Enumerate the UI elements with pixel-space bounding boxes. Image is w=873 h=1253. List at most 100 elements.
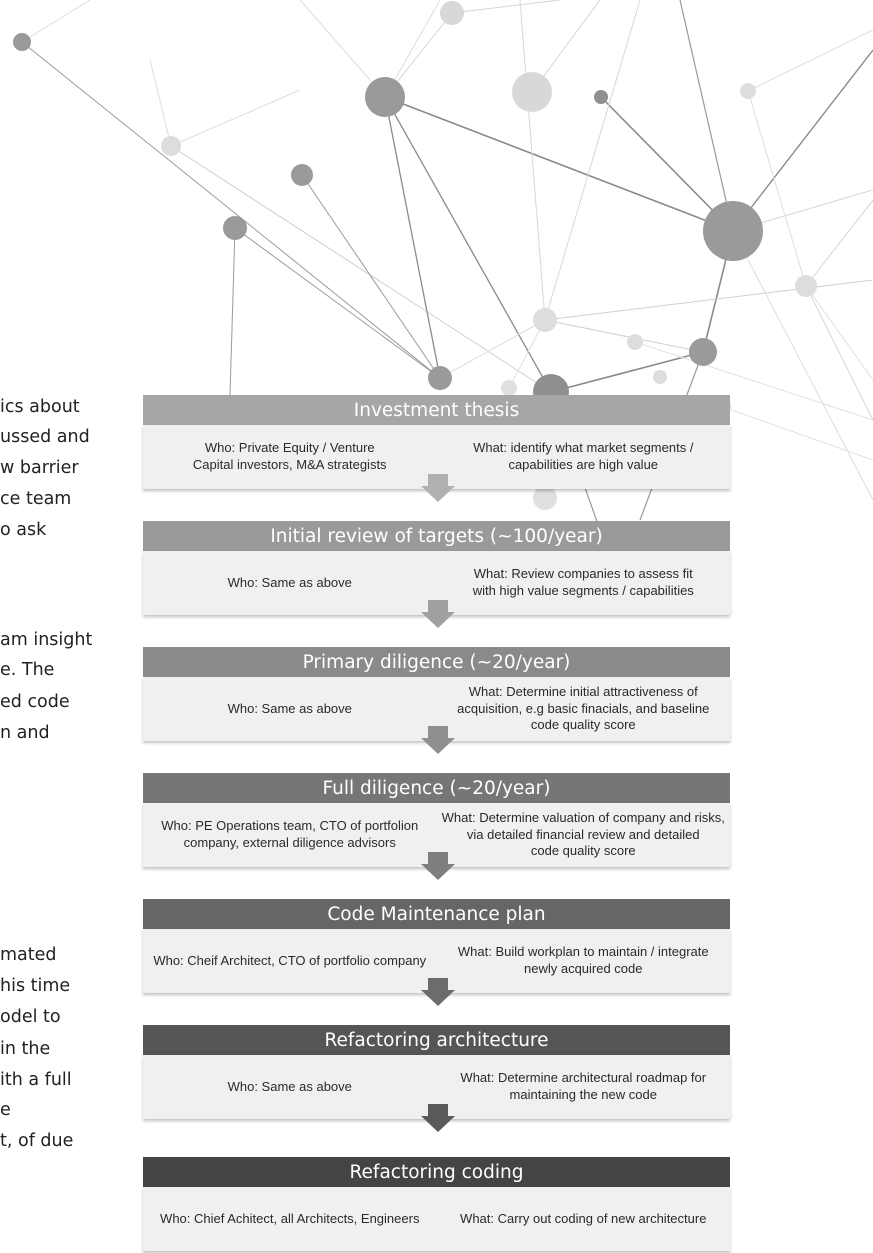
what-line: What: Build workplan to maintain / integ… [457, 944, 709, 960]
flow-arrow-down-icon [428, 1104, 448, 1117]
stage-what: What: identify what market segments /cap… [437, 440, 731, 474]
network-edge [544, 319, 704, 353]
network-edge [805, 285, 873, 421]
flow-arrowhead-icon [421, 864, 455, 880]
who-line: Who: Same as above [227, 700, 352, 716]
what-line: What: Review companies to assess fit [473, 566, 693, 582]
stage-title: Code Maintenance plan [143, 899, 730, 929]
what-line: What: Determine architectural roadmap fo… [460, 1070, 707, 1086]
stage-what: What: Build workplan to maintain / integ… [437, 944, 731, 978]
network-edge [384, 96, 734, 232]
stage-who: Who: Cheif Architect, CTO of portfolio c… [143, 953, 437, 970]
stage-title: Primary diligence (~20/year) [143, 647, 730, 677]
stage-details: Who: Chief Achitect, all Architects, Eng… [143, 1187, 730, 1251]
clipped-body-text: odel to [0, 1007, 61, 1027]
flow-arrow-down-icon [428, 600, 448, 613]
network-node [440, 1, 464, 25]
what-line: What: Determine initial attractiveness o… [468, 683, 698, 699]
network-edge [544, 0, 641, 321]
flow-arrow-down-icon [428, 852, 448, 865]
network-edge [732, 230, 873, 501]
network-node [653, 370, 667, 384]
network-edge [805, 199, 873, 287]
what-line: acquisition, e.g basic finacials, and ba… [457, 700, 710, 716]
network-edge [679, 0, 734, 232]
who-line: Who: Same as above [227, 574, 352, 590]
what-line: code quality score [530, 843, 636, 859]
flow-arrowhead-icon [421, 990, 455, 1006]
network-edge [805, 285, 873, 381]
stage-who: Who: Same as above [143, 701, 437, 718]
network-edge [149, 59, 172, 147]
flow-arrow-down-icon [428, 978, 448, 991]
clipped-body-text: o ask [0, 520, 47, 540]
clipped-body-text: n and [0, 723, 50, 743]
what-line: via detailed financial review and detail… [466, 826, 700, 842]
who-line: Who: Chief Achitect, all Architects, Eng… [160, 1210, 420, 1226]
network-edge [747, 90, 807, 287]
stage-title: Investment thesis [143, 395, 730, 425]
what-line: with high value segments / capabilities [472, 583, 694, 598]
clipped-body-text: mated [0, 945, 57, 965]
stage-who: Who: Chief Achitect, all Architects, Eng… [143, 1211, 437, 1228]
who-line: Who: Private Equity / Venture [204, 440, 375, 456]
network-node [594, 90, 608, 104]
what-line: newly acquired code [523, 961, 643, 976]
what-line: maintaining the new code [509, 1087, 657, 1102]
clipped-body-text: w barrier [0, 458, 79, 478]
network-edge [600, 96, 734, 232]
network-edge [732, 49, 873, 232]
who-line: Capital investors, M&A strategists [192, 457, 387, 472]
what-line: What: Carry out coding of new architectu… [460, 1210, 707, 1226]
who-line: Who: Cheif Architect, CTO of portfolio c… [153, 952, 427, 968]
what-line: What: identify what market segments / [473, 440, 694, 456]
network-node [13, 33, 31, 51]
network-edge [21, 0, 91, 43]
clipped-body-text: ed code [0, 692, 70, 712]
network-node [161, 136, 181, 156]
network-node [795, 275, 817, 297]
clipped-body-text: t, of due [0, 1131, 74, 1151]
clipped-body-text: ith a full [0, 1070, 72, 1090]
stage-what: What: Carry out coding of new architectu… [437, 1211, 731, 1228]
network-edge [299, 0, 386, 98]
network-node [740, 83, 756, 99]
network-edge [451, 0, 561, 14]
network-node [223, 216, 247, 240]
stage-what: What: Determine valuation of company and… [437, 810, 731, 861]
network-edge [519, 0, 546, 321]
network-edge [301, 174, 441, 379]
what-line: capabilities are high value [508, 457, 659, 472]
network-edge [21, 41, 441, 379]
who-line: Who: Same as above [227, 1078, 352, 1094]
stage-who: Who: Same as above [143, 1079, 437, 1096]
clipped-body-text: am insight [0, 630, 93, 650]
network-edge [170, 89, 301, 147]
who-line: Who: PE Operations team, CTO of portfoli… [161, 818, 419, 834]
clipped-body-text: in the [0, 1039, 51, 1059]
flow-arrow-down-icon [428, 474, 448, 487]
network-edge [384, 96, 552, 393]
network-node [428, 366, 452, 390]
network-node [627, 334, 643, 350]
network-node [689, 338, 717, 366]
network-node [365, 77, 405, 117]
stage-title: Full diligence (~20/year) [143, 773, 730, 803]
network-node [703, 201, 763, 261]
stage-who: Who: Same as above [143, 575, 437, 592]
network-edge [229, 227, 236, 396]
who-line: company, external diligence advisors [183, 835, 396, 850]
stage-details: Who: Cheif Architect, CTO of portfolio c… [143, 929, 730, 993]
stage-what: What: Determine architectural roadmap fo… [437, 1070, 731, 1104]
network-node [501, 380, 517, 396]
network-node [291, 164, 313, 186]
stage-title: Refactoring coding [143, 1157, 730, 1187]
network-node [512, 72, 552, 112]
stage-details: Who: Same as above What: Determine initia… [143, 677, 730, 741]
stage-title: Refactoring architecture [143, 1025, 730, 1055]
stage-what: What: Determine initial attractiveness o… [437, 684, 731, 735]
